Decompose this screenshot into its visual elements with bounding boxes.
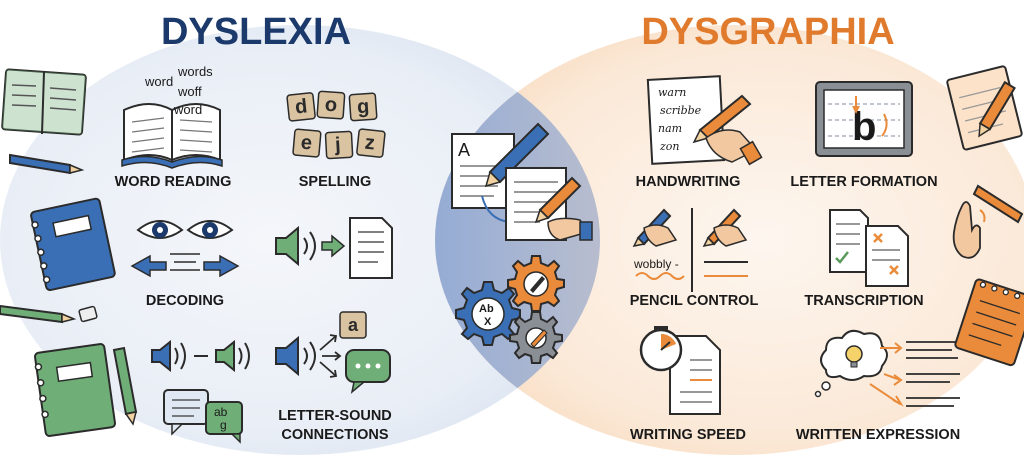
label-writing-speed: WRITING SPEED bbox=[630, 427, 746, 443]
notebook-icon bbox=[1, 68, 87, 136]
tile-letter-a: a bbox=[348, 315, 359, 335]
pencil-control-icon: wobbly - bbox=[632, 208, 748, 292]
orange-notepad-icon bbox=[946, 65, 1023, 151]
thought-cloud-lines-icon bbox=[814, 329, 960, 407]
label-spelling: SPELLING bbox=[299, 174, 372, 190]
tile-letter: j bbox=[333, 134, 341, 156]
bubble-letters-1: ab bbox=[214, 405, 228, 419]
gear-letters-2: X bbox=[484, 316, 492, 328]
book-word-4: word bbox=[173, 102, 202, 117]
label-written-expression: WRITTEN EXPRESSION bbox=[796, 427, 960, 443]
label-pencil-control: PENCIL CONTROL bbox=[630, 293, 759, 309]
hand-icon bbox=[952, 201, 986, 259]
gear-letters-1: Ab bbox=[479, 303, 494, 315]
tile-letter: d bbox=[294, 95, 308, 118]
label-letter-formation: LETTER FORMATION bbox=[790, 174, 937, 190]
dysgraphia-title: DYSGRAPHIA bbox=[641, 11, 894, 53]
bubble-letters-2: g bbox=[220, 418, 227, 432]
orange-pencil-icon bbox=[972, 184, 1024, 224]
document-pencil-icon: A bbox=[451, 122, 593, 241]
label-word-reading: WORD READING bbox=[115, 174, 232, 190]
eraser-icon bbox=[78, 305, 98, 323]
letter-b-board-icon: b bbox=[815, 81, 913, 157]
label-decoding: DECODING bbox=[146, 293, 224, 309]
tile-letter: e bbox=[300, 132, 313, 155]
handwriting-word-3: nam bbox=[658, 122, 682, 135]
eyes-arrows-icon bbox=[130, 220, 240, 278]
green-notebook-icon bbox=[34, 343, 116, 437]
book-word-1: word bbox=[144, 74, 173, 89]
copy-documents-icon bbox=[829, 209, 909, 287]
blue-notebook-icon bbox=[30, 197, 116, 292]
tile-letter: g bbox=[356, 96, 370, 119]
sound-document-icon bbox=[275, 217, 393, 279]
handwriting-word-2: scribbe bbox=[660, 104, 702, 117]
label-handwriting: HANDWRITING bbox=[636, 174, 741, 190]
doc-letter: A bbox=[458, 140, 470, 160]
speaker-letter-chat-icon: a bbox=[275, 311, 391, 394]
tile-letter: o bbox=[324, 94, 338, 117]
handwriting-word-1: warn bbox=[658, 86, 686, 99]
book-word-2: words bbox=[177, 64, 213, 79]
green-pencil-2-icon bbox=[112, 346, 138, 426]
gears-icon: Ab X bbox=[455, 255, 565, 364]
speakers-speech-bubbles-icon: ab g bbox=[151, 339, 250, 444]
open-book-words-icon: word words woff word bbox=[121, 64, 223, 169]
tile-letter: z bbox=[364, 132, 376, 155]
handwriting-page-icon: warn scribbe nam zon bbox=[646, 75, 763, 166]
label-letter-sound: LETTER-SOUND bbox=[278, 408, 392, 424]
label-transcription: TRANSCRIPTION bbox=[804, 293, 923, 309]
stopwatch-page-icon bbox=[639, 326, 721, 415]
orange-notebook-icon bbox=[954, 278, 1024, 367]
letter-tiles-icon: d o g e j z bbox=[286, 90, 386, 160]
wobbly-text: wobbly - bbox=[633, 257, 679, 271]
book-word-3: woff bbox=[177, 84, 202, 99]
handwriting-word-4: zon bbox=[659, 140, 680, 153]
green-pencil-icon bbox=[0, 304, 77, 324]
pencil-icon bbox=[9, 153, 85, 175]
dyslexia-title: DYSLEXIA bbox=[161, 11, 351, 53]
label-connections: CONNECTIONS bbox=[281, 427, 388, 443]
